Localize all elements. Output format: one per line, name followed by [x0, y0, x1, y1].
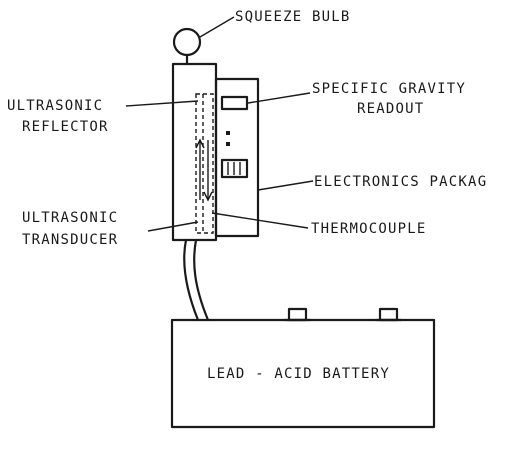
probe-body [171, 62, 218, 242]
label-specific-gravity: SPECIFIC GRAVITY [312, 81, 466, 97]
squeeze-bulb [172, 27, 202, 57]
indicator-dot [226, 131, 230, 135]
ultrasonic-channel [195, 93, 214, 234]
cable [183, 238, 200, 322]
indicator-dot [226, 142, 230, 146]
label-squeeze-bulb: SQUEEZE BULB [235, 9, 351, 25]
leader-transducer [147, 221, 199, 232]
leader-specific-gravity [247, 92, 311, 104]
battery-terminal [378, 307, 399, 322]
leader-thermocouple [211, 212, 309, 229]
leader-squeeze-bulb [199, 16, 235, 38]
battery-terminal [287, 307, 308, 322]
label-readout: READOUT [357, 101, 424, 117]
label-ultrasonic-reflector-2: REFLECTOR [22, 119, 109, 135]
keypad [220, 158, 249, 179]
leader-electronics [257, 180, 314, 191]
label-thermocouple: THERMOCOUPLE [311, 221, 427, 237]
label-ultrasonic-reflector-1: ULTRASONIC [7, 98, 103, 114]
electronics-package [214, 77, 260, 238]
readout-display [220, 95, 249, 111]
label-ultrasonic-transducer-1: ULTRASONIC [22, 210, 118, 226]
label-battery: LEAD - ACID BATTERY [207, 366, 390, 382]
label-ultrasonic-transducer-2: TRANSDUCER [22, 232, 118, 248]
label-electronics-package: ELECTRONICS PACKAG [314, 174, 487, 190]
leader-reflector [125, 100, 199, 107]
